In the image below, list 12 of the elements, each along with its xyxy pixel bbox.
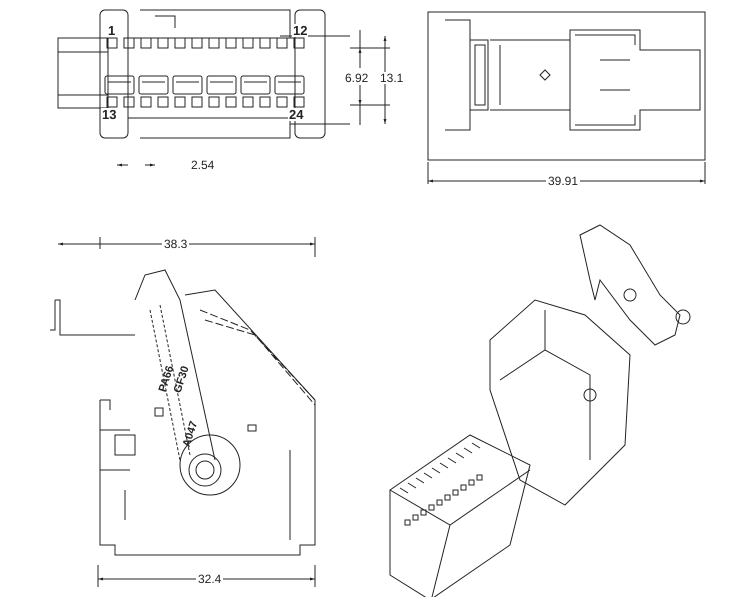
dimension-label: 39.91 (546, 175, 580, 187)
part-marking: GF30 (172, 364, 192, 396)
dimension-label: 32.4 (196, 573, 224, 585)
pin-number: 1 (107, 24, 116, 37)
dimension-label: 38.3 (162, 238, 190, 250)
pin-number: 24 (288, 108, 304, 121)
part-marking: A047 (181, 418, 201, 450)
dimension-label: 13.1 (378, 72, 406, 84)
dimension-label: 6.92 (343, 72, 370, 84)
pin-number: 13 (101, 108, 118, 121)
pin-number: 12 (292, 24, 308, 37)
dimension-label: 2.54 (189, 159, 216, 171)
